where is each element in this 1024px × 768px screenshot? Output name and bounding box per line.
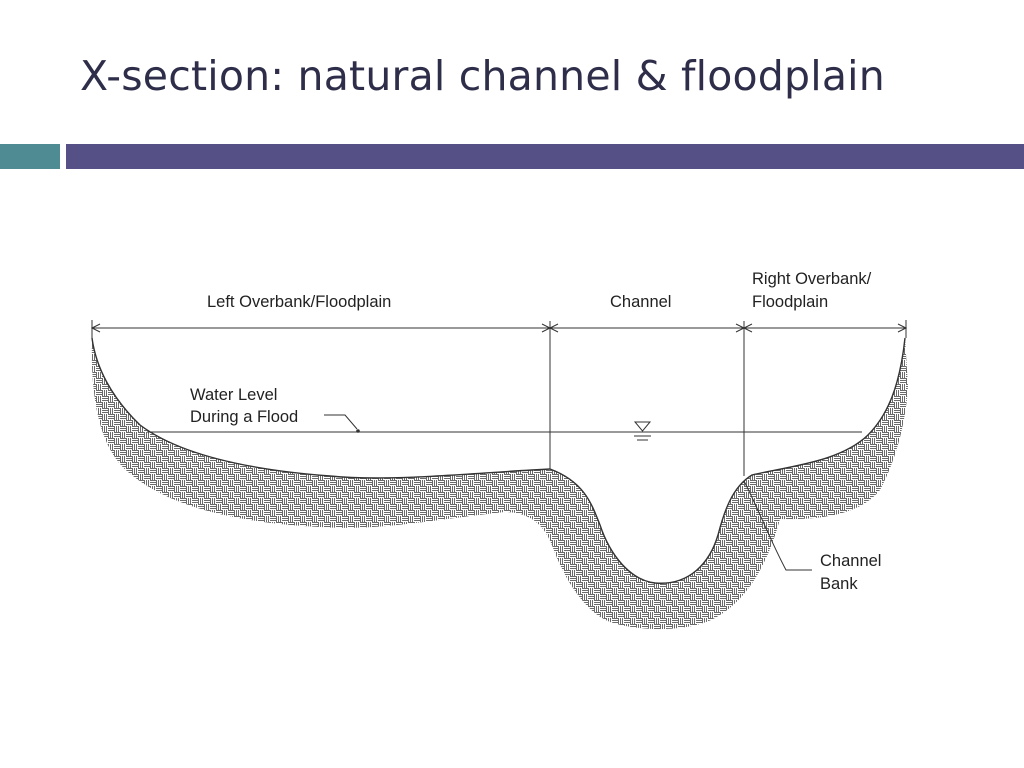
title-underline-bar [66, 144, 1024, 169]
water-level-leader [324, 414, 358, 430]
title-accent-bar [0, 144, 60, 169]
right-overbank-label-line1: Right Overbank/ [752, 270, 872, 288]
ground-surface-line [91, 337, 906, 584]
channel-label: Channel [610, 293, 671, 311]
channel-bank-leader [743, 480, 812, 571]
channel-bank-label-line2: Bank [820, 575, 858, 593]
right-overbank-label-line2: Floodplain [752, 293, 828, 311]
water-level-leader-dot [356, 429, 360, 433]
water-surface-triangle-icon [633, 421, 652, 441]
ground-hatch [91, 338, 909, 630]
left-overbank-label: Left Overbank/Floodplain [207, 293, 391, 311]
channel-bank-label-line1: Channel [820, 552, 881, 570]
water-level-label-line2: During a Flood [190, 408, 298, 426]
water-level-label-line1: Water Level [190, 386, 277, 404]
slide-title: X-section: natural channel & floodplain [80, 52, 885, 100]
